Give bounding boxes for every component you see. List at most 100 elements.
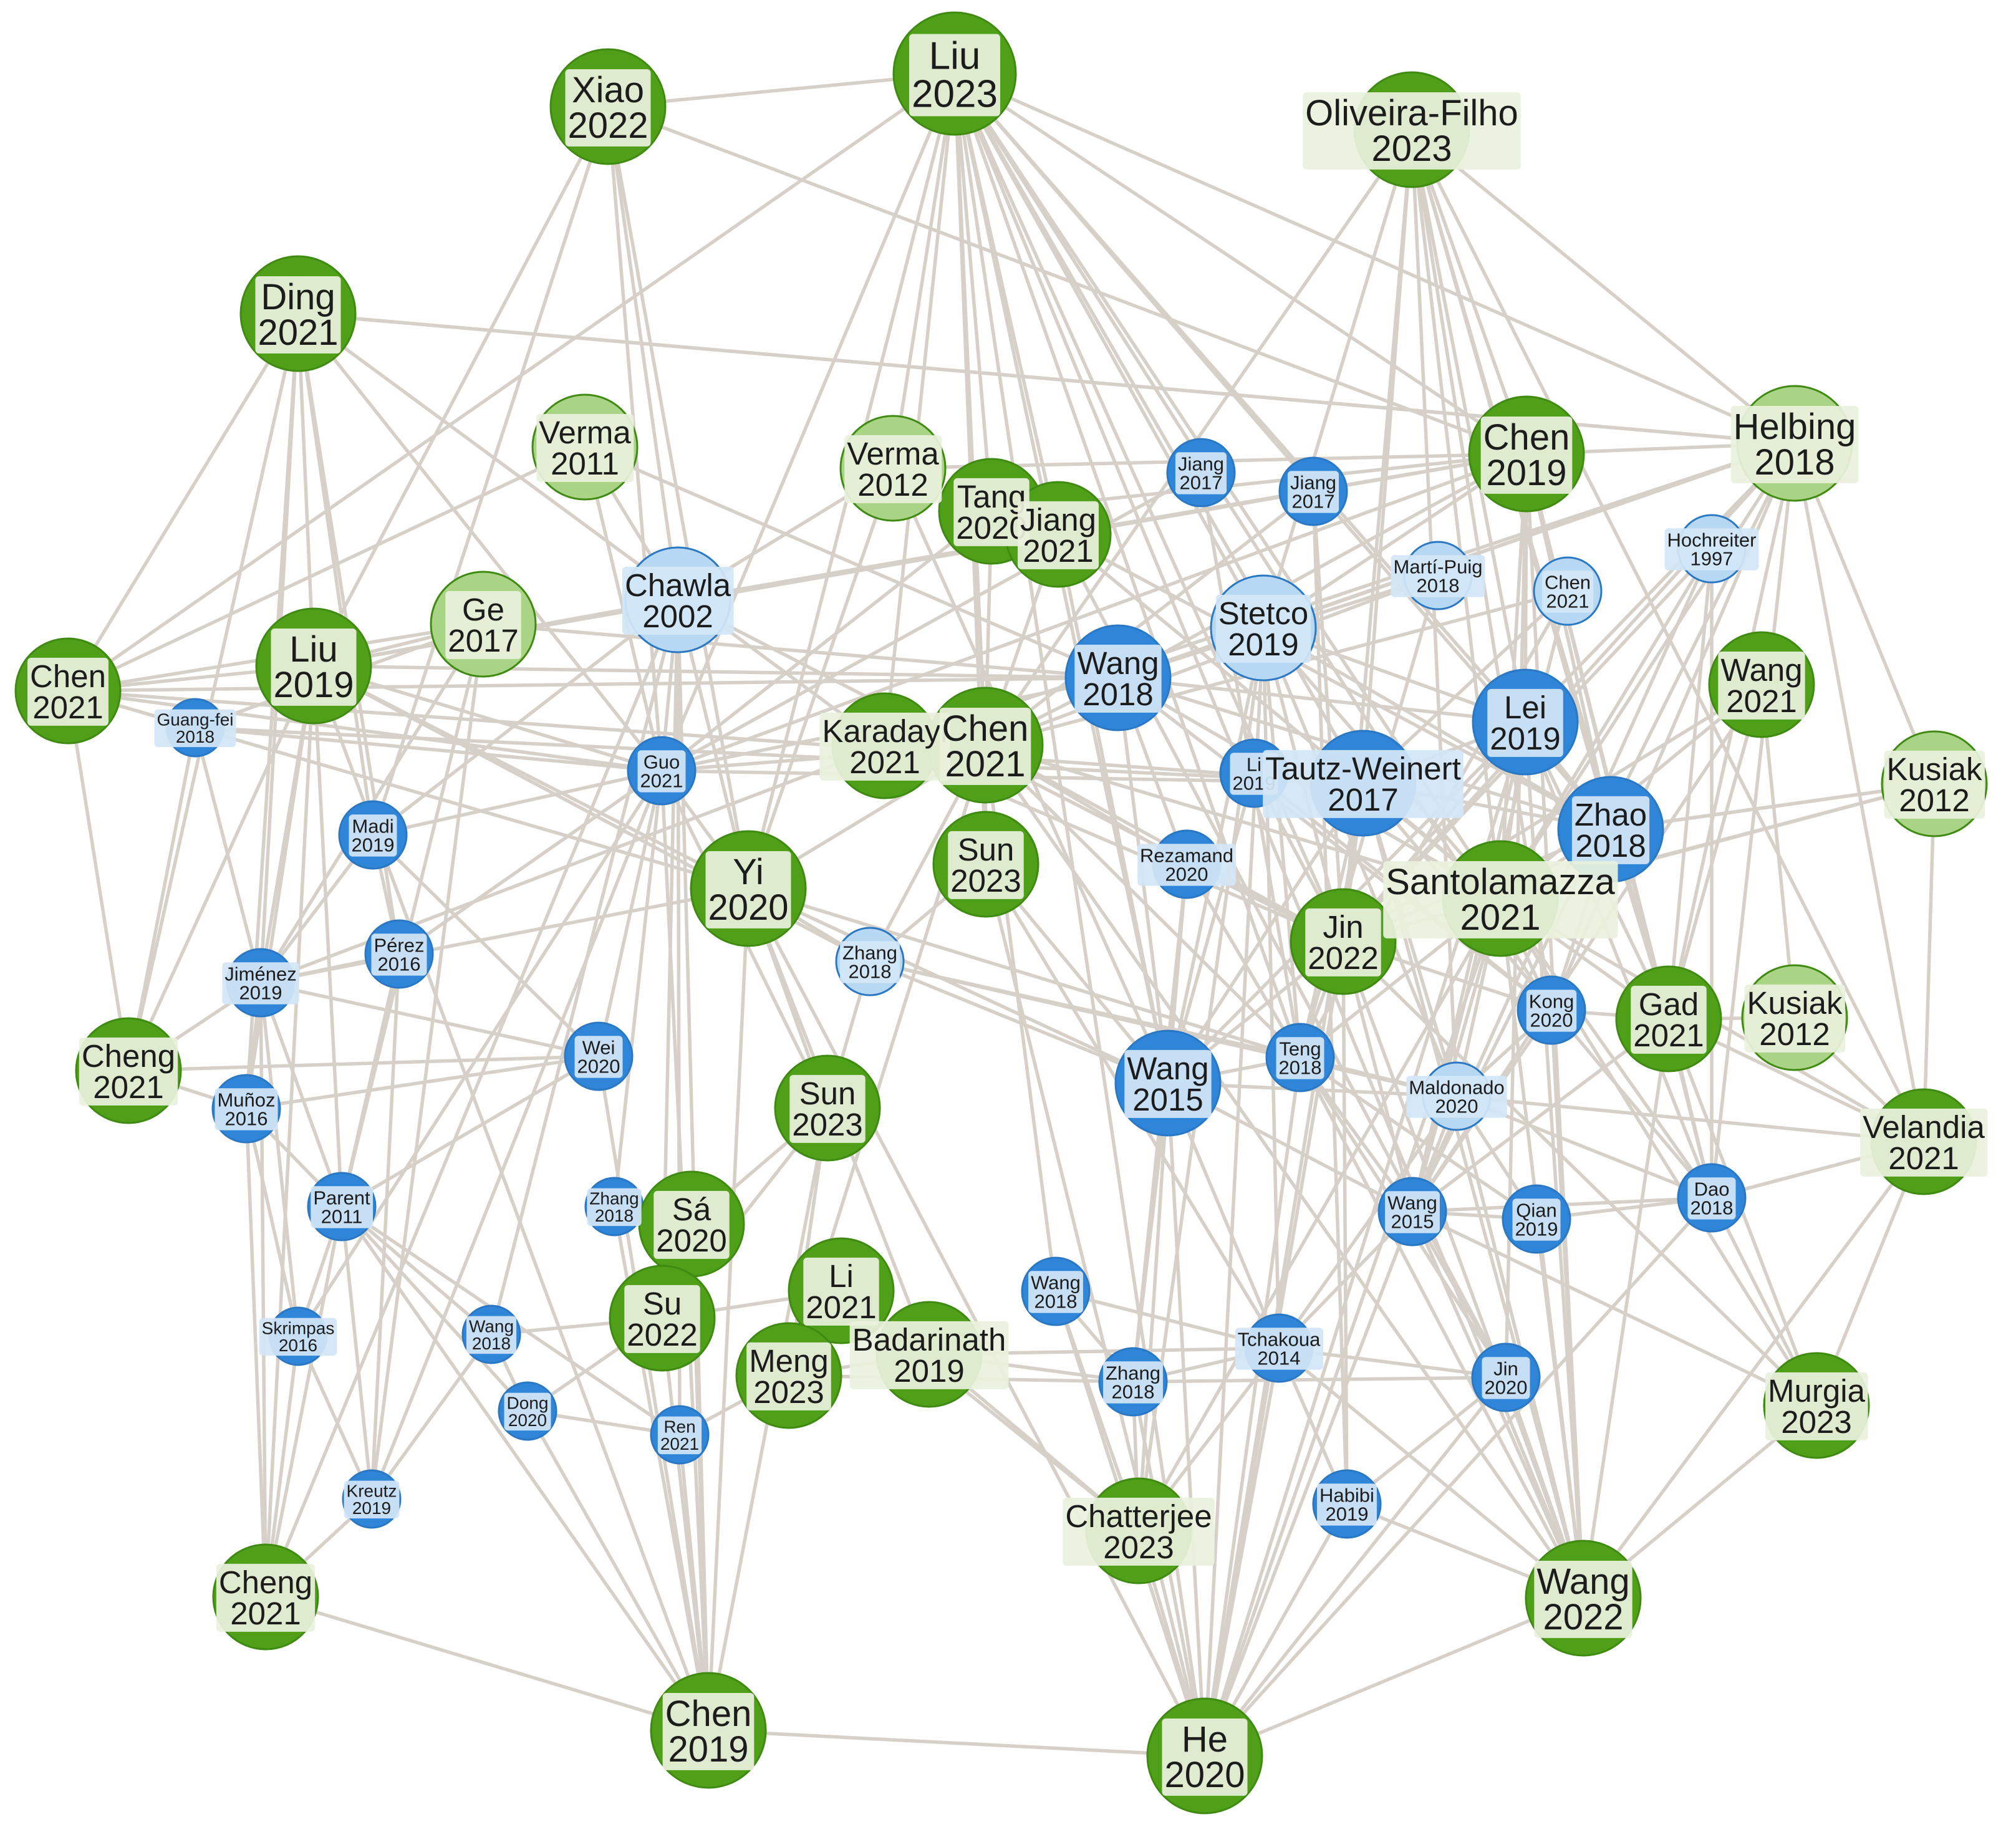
publication-year: 2015 <box>1132 1082 1203 1117</box>
citation-edge <box>66 445 587 693</box>
citation-edge <box>340 1054 600 1208</box>
citation-edge <box>1166 781 1365 1085</box>
citation-edge <box>1298 1056 1585 1600</box>
citation-edge <box>1498 897 1714 1200</box>
citation-edge <box>1609 782 1936 831</box>
citation-edge <box>983 489 1315 747</box>
author-name: Jin <box>1323 909 1363 945</box>
label-background <box>1765 1372 1868 1440</box>
publication-year: 2012 <box>1759 1016 1830 1052</box>
citation-edge <box>660 452 1528 773</box>
publication-year: 1997 <box>1690 548 1734 570</box>
citation-edge <box>983 743 1302 1059</box>
citation-edge <box>312 105 610 668</box>
publication-year: 2018 <box>849 961 892 983</box>
label-background <box>1235 1328 1324 1370</box>
citation-edge <box>1166 1081 1207 1758</box>
author-name: Meng <box>749 1343 829 1379</box>
citation-edge <box>597 1054 710 1732</box>
citation-edge <box>193 726 263 985</box>
citation-edge <box>1298 1056 1538 1221</box>
author-name: Zhang <box>589 1189 639 1208</box>
publication-year: 2021 <box>1726 683 1797 719</box>
publication-year: 2018 <box>1112 1381 1155 1403</box>
citation-edge <box>612 769 663 1208</box>
publication-year: 2018 <box>1035 1291 1078 1313</box>
label-background <box>1074 644 1162 713</box>
author-name: Sá <box>672 1192 711 1227</box>
author-name: Tautz-Weinert <box>1265 751 1461 786</box>
citation-edge <box>1056 533 1170 1085</box>
author-name: He <box>1182 1719 1228 1760</box>
citation-edge <box>1203 897 1502 1758</box>
label-background <box>953 478 1030 546</box>
citation-edge <box>1525 452 1613 831</box>
author-name: Stetco <box>1218 595 1309 631</box>
publication-year: 2020 <box>508 1410 547 1430</box>
publication-year: 2011 <box>321 1206 363 1228</box>
label-background <box>1884 750 1985 819</box>
label-background <box>1482 1357 1530 1399</box>
author-name: Liu <box>929 35 981 78</box>
publication-year: 2020 <box>1530 1010 1573 1031</box>
author-name: Skrimpas <box>262 1319 335 1338</box>
publication-year: 2020 <box>1164 1755 1245 1795</box>
label-background <box>1317 1483 1377 1526</box>
author-name: Qian <box>1516 1199 1556 1221</box>
publication-year: 2021 <box>640 770 683 792</box>
author-name: Chatterjee <box>1065 1498 1212 1534</box>
label-background <box>1526 990 1577 1032</box>
citation-edge <box>66 72 957 693</box>
citation-edge <box>296 769 663 1338</box>
label-background <box>622 566 734 635</box>
label-background <box>1487 688 1563 757</box>
publication-year: 2019 <box>1326 1503 1369 1525</box>
citation-edge <box>1137 1081 1170 1533</box>
label-background <box>311 1186 374 1228</box>
author-name: Sun <box>958 832 1015 867</box>
publication-year: 2018 <box>472 1334 511 1353</box>
citation-edge <box>1760 683 1797 1020</box>
label-background <box>565 69 651 147</box>
citation-edge <box>371 769 663 837</box>
label-background <box>1512 1198 1561 1241</box>
citation-edge <box>127 312 300 1073</box>
citation-edge <box>312 664 1120 680</box>
author-name: Liu <box>289 629 337 670</box>
citation-edge <box>259 981 344 1208</box>
label-background <box>789 1074 866 1143</box>
label-background <box>1303 92 1521 170</box>
publication-year: 2020 <box>956 510 1026 546</box>
label-background <box>1276 1037 1324 1079</box>
label-background <box>1175 452 1227 494</box>
citation-edge <box>746 466 895 890</box>
citation-edge <box>1185 862 1302 1059</box>
author-name: Karadayi <box>822 713 947 749</box>
citation-edge <box>953 72 993 513</box>
citation-edge <box>953 72 1553 1012</box>
author-name: Maldonado <box>1409 1076 1504 1098</box>
citation-edge <box>371 833 600 1058</box>
citation-edge <box>707 1728 1207 1758</box>
publication-year: 2021 <box>660 1434 699 1454</box>
publication-year: 2019 <box>1486 453 1566 493</box>
publication-year: 2023 <box>1103 1530 1174 1565</box>
